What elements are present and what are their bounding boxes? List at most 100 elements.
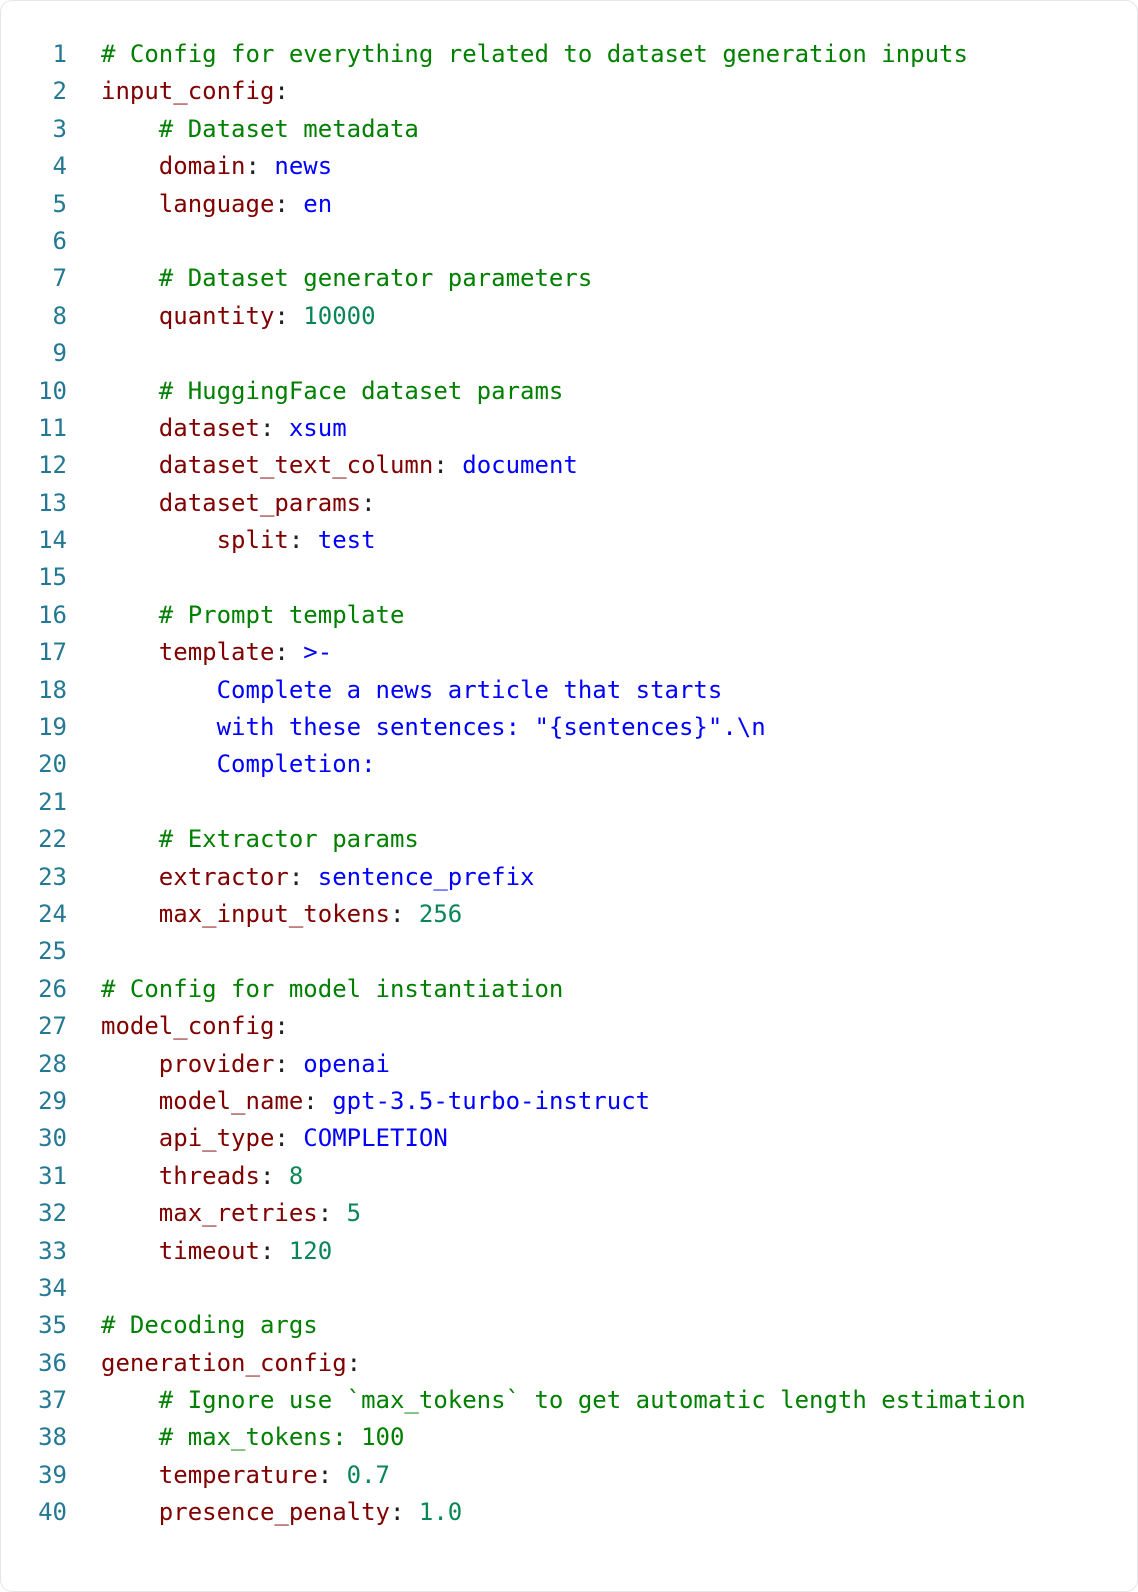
token-punct: : (274, 1049, 304, 1078)
code-line: 9 (1, 335, 1137, 372)
token-string: en (303, 189, 333, 218)
line-content: domain: news (67, 148, 332, 185)
code-line: 24 max_input_tokens: 256 (1, 896, 1137, 933)
line-content: # Config for model instantiation (67, 971, 563, 1008)
token-punct: : (274, 77, 289, 106)
code-line: 1# Config for everything related to data… (1, 36, 1137, 73)
token-number: 10000 (303, 301, 376, 330)
code-line: 38 # max_tokens: 100 (1, 1419, 1137, 1456)
token-plain (101, 900, 159, 928)
line-number: 37 (38, 1386, 67, 1415)
token-key: dataset_text_column (158, 451, 434, 480)
code-line: 39 temperature: 0.7 (1, 1457, 1137, 1494)
line-number: 38 (38, 1423, 67, 1452)
line-number: 7 (52, 264, 67, 293)
token-punct: : (274, 189, 304, 218)
line-content: provider: openai (67, 1046, 390, 1083)
token-key: split (216, 526, 289, 555)
code-line: 29 model_name: gpt-3.5-turbo-instruct (1, 1083, 1137, 1120)
line-number: 35 (38, 1311, 67, 1340)
code-line: 6 (1, 223, 1137, 260)
line-content: Completion: (67, 746, 376, 783)
token-key: provider (158, 1049, 275, 1078)
token-string: sentence_prefix (317, 862, 535, 891)
token-plain (101, 1162, 159, 1190)
token-string: openai (303, 1049, 390, 1078)
line-content: dataset: xsum (67, 410, 347, 447)
code-line: 23 extractor: sentence_prefix (1, 859, 1137, 896)
code-line: 28 provider: openai (1, 1046, 1137, 1083)
line-number: 1 (52, 40, 67, 68)
token-key: model_name (158, 1086, 304, 1115)
line-content: input_config: (67, 73, 289, 110)
line-number: 5 (52, 189, 67, 218)
token-string: xsum (288, 413, 347, 442)
token-punct: : (274, 1012, 289, 1041)
token-number: 8 (288, 1161, 304, 1190)
token-plain (101, 1461, 159, 1489)
code-line: 8 quantity: 10000 (1, 298, 1137, 335)
code-line: 40 presence_penalty: 1.0 (1, 1494, 1137, 1531)
line-content: # Dataset metadata (67, 111, 419, 148)
code-line: 18 Complete a news article that starts (1, 672, 1137, 709)
code-line: 26# Config for model instantiation (1, 971, 1137, 1008)
line-content: generation_config: (67, 1345, 361, 1382)
token-punct: : (259, 1161, 289, 1190)
line-number: 24 (38, 899, 67, 928)
token-number: 120 (288, 1236, 333, 1265)
token-plain (101, 676, 217, 704)
token-key: extractor (158, 862, 289, 891)
line-number: 28 (38, 1049, 67, 1078)
line-content: extractor: sentence_prefix (67, 859, 535, 896)
code-line: 13 dataset_params: (1, 485, 1137, 522)
line-content: split: test (67, 522, 376, 559)
line-content: # Ignore use `max_tokens` to get automat… (67, 1382, 1026, 1419)
line-number: 20 (38, 750, 67, 779)
token-plain (101, 1237, 159, 1265)
token-punct: : (274, 301, 304, 330)
line-number: 36 (38, 1348, 67, 1377)
line-content: # Extractor params (67, 821, 419, 858)
code-line: 3 # Dataset metadata (1, 111, 1137, 148)
token-string: COMPLETION (303, 1124, 448, 1153)
token-punct: : (303, 1086, 333, 1115)
token-number: 256 (418, 899, 463, 928)
code-line: 11 dataset: xsum (1, 410, 1137, 447)
token-comment: # Extractor params (158, 825, 419, 854)
line-number: 31 (38, 1161, 67, 1190)
token-plain (101, 825, 159, 853)
token-key: domain (158, 152, 246, 181)
token-punct: : (259, 413, 289, 442)
line-number: 26 (38, 974, 67, 1003)
token-comment: # Dataset metadata (158, 114, 419, 143)
line-content: dataset_text_column: document (67, 447, 578, 484)
token-key: api_type (158, 1124, 275, 1153)
token-key: presence_penalty (158, 1498, 390, 1527)
line-number: 8 (52, 301, 67, 330)
code-line: 34 (1, 1270, 1137, 1307)
token-punct: : (245, 152, 275, 181)
line-content (67, 559, 101, 596)
code-line: 10 # HuggingFace dataset params (1, 373, 1137, 410)
token-punct: : (389, 1498, 419, 1527)
line-number: 29 (38, 1086, 67, 1115)
token-string: >- (303, 638, 333, 667)
line-number: 16 (38, 600, 67, 629)
line-number: 21 (38, 787, 67, 816)
token-plain (101, 1199, 159, 1227)
line-number: 11 (38, 413, 67, 442)
token-key: max_retries (158, 1199, 318, 1228)
token-punct: : (288, 862, 318, 891)
line-number: 12 (38, 451, 67, 480)
token-comment: # Decoding args (101, 1311, 318, 1340)
token-key: threads (158, 1161, 260, 1190)
token-punct: : (317, 1460, 347, 1489)
token-key: timeout (158, 1236, 260, 1265)
token-plain (101, 863, 159, 891)
line-number: 25 (38, 937, 67, 966)
token-plain (101, 713, 217, 741)
token-plain (101, 152, 159, 180)
line-number: 22 (38, 825, 67, 854)
